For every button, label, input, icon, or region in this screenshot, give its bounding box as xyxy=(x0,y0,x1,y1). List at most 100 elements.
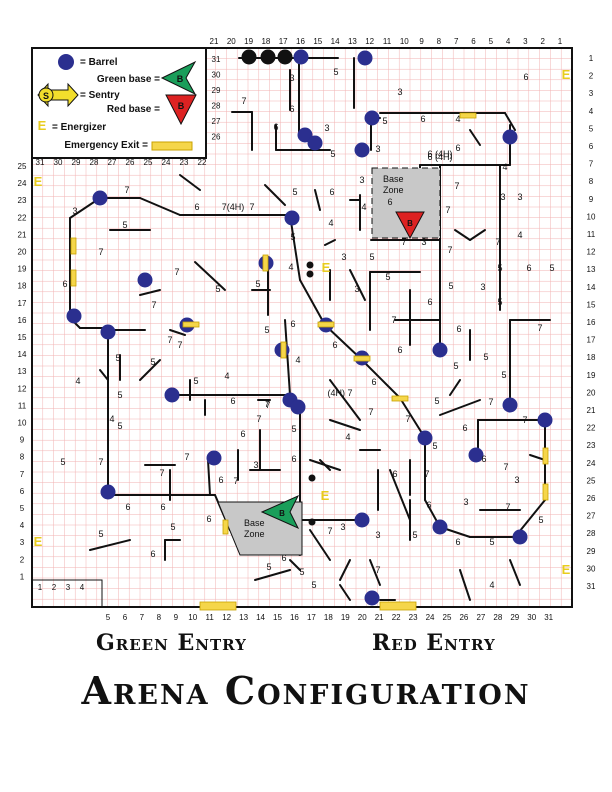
wall-label: 5 xyxy=(497,297,502,307)
barrel xyxy=(364,590,380,606)
wall-label: 7 xyxy=(505,502,510,512)
wall-label: 5 xyxy=(291,424,296,434)
energizer-icon: E xyxy=(322,260,331,275)
wall-label: 3 xyxy=(500,192,505,202)
emergency-exits xyxy=(70,112,549,611)
emergency-exit xyxy=(542,447,549,465)
ruler-label-left-top: 27 xyxy=(108,158,117,167)
wall-label: 3 xyxy=(340,522,345,532)
ruler-label-left: 9 xyxy=(20,436,25,445)
barrel xyxy=(92,190,108,206)
legend-sentry-label: = Sentry xyxy=(80,90,120,101)
ruler-label-left: 6 xyxy=(20,487,25,496)
wall-label: 6 xyxy=(329,187,334,197)
wall-label: 6 xyxy=(481,454,486,464)
wall-label: 7 xyxy=(174,267,179,277)
wall-label: 7 xyxy=(503,462,508,472)
ruler-label-top: 18 xyxy=(261,37,270,46)
ruler-label-right: 28 xyxy=(587,529,596,538)
wall xyxy=(289,559,301,571)
ruler-label-corner: 3 xyxy=(66,583,71,592)
wall-label: 7 xyxy=(424,469,429,479)
wall-label: 6 xyxy=(455,537,460,547)
wall xyxy=(194,261,226,291)
ruler-label-left: 3 xyxy=(20,538,25,547)
ruler-label-bottom: 19 xyxy=(341,613,350,622)
wall-label: 3 xyxy=(463,497,468,507)
ruler-label-top: 11 xyxy=(383,37,392,46)
barrel xyxy=(100,324,116,340)
ruler-label-right: 29 xyxy=(587,547,596,556)
energizer-icon: E xyxy=(38,118,47,133)
wall-label: 6 xyxy=(387,197,392,207)
green-base-zone-label: Base xyxy=(244,518,265,528)
wall-label: 6 (4H) xyxy=(427,149,452,159)
wall-label: 5 xyxy=(369,252,374,262)
sentry-marker xyxy=(306,270,314,278)
wall-label: 3 xyxy=(324,123,329,133)
wall-label: 5 xyxy=(330,149,335,159)
ruler-label-top: 9 xyxy=(419,37,424,46)
ruler-label-left: 23 xyxy=(18,196,27,205)
ruler-label-bottom: 26 xyxy=(459,613,468,622)
wall-label: 7 xyxy=(184,452,189,462)
wall-label: 3 xyxy=(354,284,359,294)
wall-label: 6 xyxy=(290,319,295,329)
ruler-label-right: 8 xyxy=(589,177,594,186)
wall-label: 4 xyxy=(75,376,80,386)
wall xyxy=(529,454,546,461)
ruler-label-right: 13 xyxy=(587,265,596,274)
wall xyxy=(314,189,321,211)
ruler-label-right: 9 xyxy=(589,195,594,204)
ruler-label-left-top: 24 xyxy=(162,158,171,167)
wall xyxy=(329,419,361,431)
ruler-label-bottom: 8 xyxy=(157,613,162,622)
ruler-label-left: 25 xyxy=(18,162,27,171)
ruler-label-right: 21 xyxy=(587,406,596,415)
ruler-label-right: 10 xyxy=(587,212,596,221)
ruler-label-bottom: 18 xyxy=(324,613,333,622)
ruler-label-corner: 2 xyxy=(52,583,57,592)
ruler-label-bottom: 10 xyxy=(188,613,197,622)
green-base-letter: B xyxy=(177,74,184,84)
wall-label: 5 xyxy=(60,457,65,467)
ruler-label-left-top: 28 xyxy=(90,158,99,167)
barrel xyxy=(260,49,276,65)
wall-label: 3 xyxy=(359,175,364,185)
wall-label: 5 xyxy=(290,232,295,242)
wall-label: 5 xyxy=(266,562,271,572)
wall xyxy=(449,379,461,396)
ruler-label-left: 8 xyxy=(20,453,25,462)
ruler-label-bottom: 6 xyxy=(123,613,128,622)
ruler-label-bottom: 11 xyxy=(206,613,215,622)
ruler-label-right: 22 xyxy=(587,424,596,433)
wall-label: 6 xyxy=(426,500,431,510)
red-entry-label: Red Entry xyxy=(372,630,496,656)
wall xyxy=(329,379,361,421)
wall-label: 6 xyxy=(397,345,402,355)
wall-label: 7 xyxy=(405,414,410,424)
sentry-marker xyxy=(308,474,316,482)
wall-label: 7 xyxy=(241,96,246,106)
wall xyxy=(139,359,161,381)
ruler-label-left-top: 26 xyxy=(126,158,135,167)
ruler-label-bottom: 31 xyxy=(544,613,553,622)
ruler-label-right: 18 xyxy=(587,353,596,362)
ruler-label-bottom: 14 xyxy=(256,613,265,622)
sentry-letter: S xyxy=(43,91,49,101)
ruler-label-top: 20 xyxy=(227,37,236,46)
barrel xyxy=(354,142,370,158)
wall-label: 3 xyxy=(341,252,346,262)
wall xyxy=(504,112,516,131)
wall-label: 7 xyxy=(159,468,164,478)
wall-label: 5 xyxy=(333,67,338,77)
wall-label: 7 xyxy=(124,185,129,195)
ruler-label-bottom: 29 xyxy=(510,613,519,622)
barrel xyxy=(66,308,82,324)
wall-label: 7 xyxy=(98,247,103,257)
ruler-label-top: 5 xyxy=(489,37,494,46)
ruler-label-top: 19 xyxy=(244,37,253,46)
ruler-label-left: 7 xyxy=(20,470,25,479)
